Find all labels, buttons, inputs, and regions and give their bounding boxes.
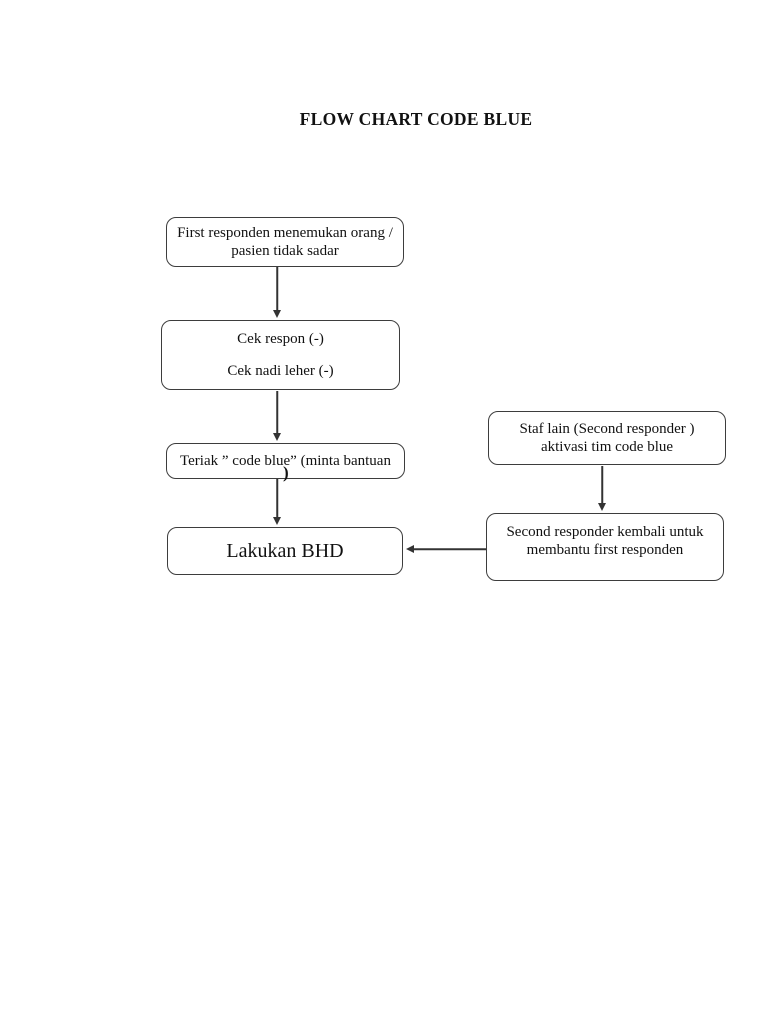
arrow-first-to-cek [272,267,282,318]
node-text-line: aktivasi tim code blue [540,439,674,455]
arrow-head-down-icon [273,433,281,441]
arrow-line [276,267,278,312]
arrow-line [413,548,486,550]
arrow-line [276,391,278,435]
node-staf-lain: Staf lain (Second responder ) aktivasi t… [488,411,726,465]
node-cek-respon-nadi: Cek respon (-) Cek nadi leher (-) [161,320,400,390]
arrow-line [601,466,603,505]
node-text-line: Staf lain (Second responder ) [519,421,695,437]
arrow-head-down-icon [273,310,281,318]
arrow-head-down-icon [598,503,606,511]
node-text-line: Cek nadi leher (-) [227,363,334,379]
node-text-line: Teriak ” code blue” (minta bantuan [180,453,391,469]
node-second-responder-kembali: Second responder kembali untuk membantu … [486,513,724,581]
overflow-paren-glyph: ) [283,463,289,482]
arrow-second-to-bhd [406,544,486,554]
node-text-line: First responden menemukan orang / [177,225,393,241]
node-text-line: membantu first responden [526,542,684,558]
node-text-line: pasien tidak sadar [231,243,339,259]
arrow-cek-to-teriak [272,391,282,441]
arrow-head-down-icon [273,517,281,525]
arrow-staf-to-second [597,466,607,511]
node-lakukan-bhd: Lakukan BHD [167,527,403,575]
node-text-line: Cek respon (-) [237,331,324,347]
node-text-line: Second responder kembali untuk [506,524,704,540]
arrow-teriak-to-bhd [272,479,282,525]
arrow-line [276,479,278,519]
node-text-line: Lakukan BHD [226,540,344,562]
arrow-head-left-icon [406,545,414,553]
node-teriak-code-blue: Teriak ” code blue” (minta bantuan [166,443,405,479]
page-title: FLOW CHART CODE BLUE [299,109,533,129]
node-first-responder: First responden menemukan orang / pasien… [166,217,404,267]
